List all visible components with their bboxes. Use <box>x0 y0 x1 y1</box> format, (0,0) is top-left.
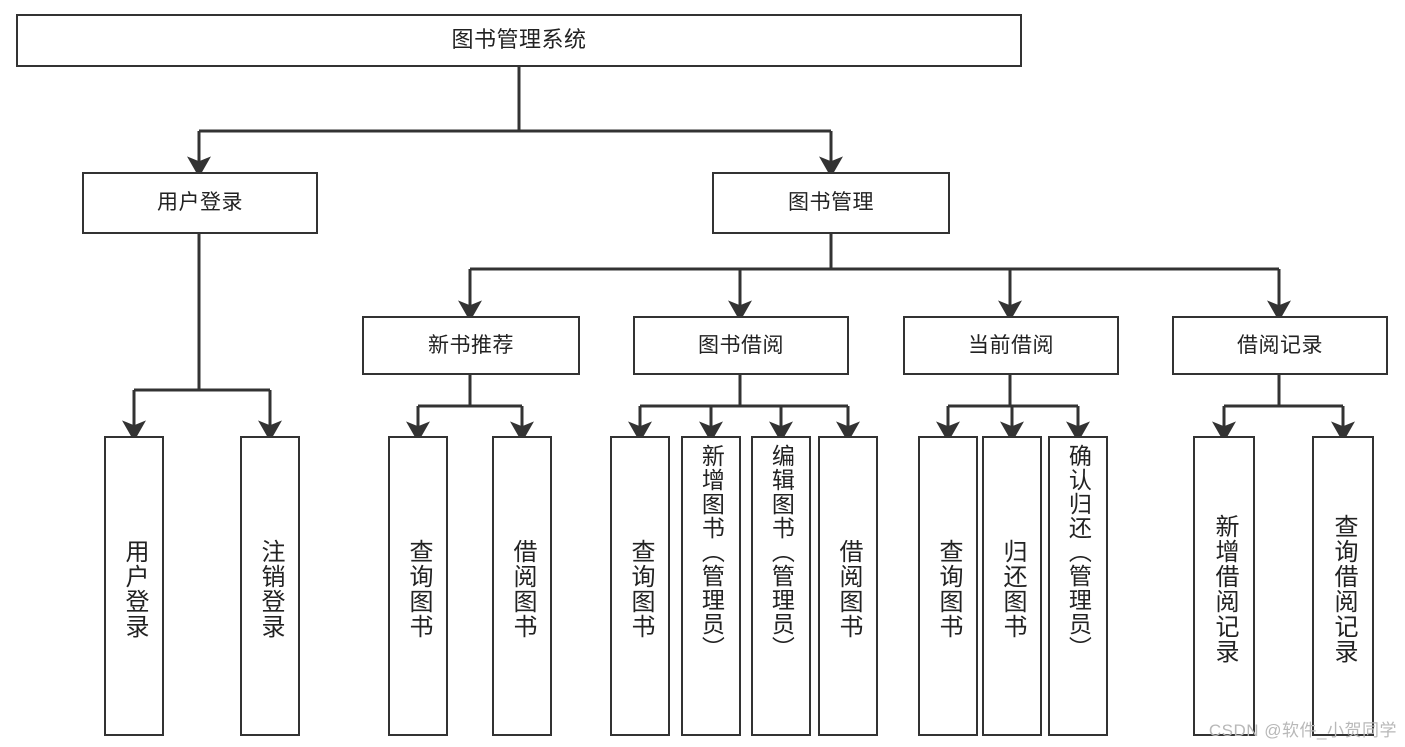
node-label: 查询图书 <box>404 539 432 639</box>
node-label: 新增图书（管理员） <box>698 444 725 660</box>
csdn-watermark: CSDN @软件_小贺同学 <box>1208 721 1397 740</box>
leaf-text-wrap: 查询图书 <box>626 444 654 734</box>
leaf-user-login-logout[interactable]: 注销登录 <box>240 436 300 736</box>
node-book-borrow[interactable]: 图书借阅 <box>633 316 849 375</box>
leaf-new-book-borrow[interactable]: 借阅图书 <box>492 436 552 736</box>
node-label: 用户登录 <box>120 539 148 639</box>
leaf-text-wrap: 查询图书 <box>934 444 962 734</box>
leaf-text-wrap: 归还图书 <box>998 444 1026 734</box>
leaf-new-book-query[interactable]: 查询图书 <box>388 436 448 736</box>
leaf-text-wrap: 借阅图书 <box>834 444 862 734</box>
leaf-current-borrow-return[interactable]: 归还图书 <box>982 436 1042 736</box>
node-label: 新书推荐 <box>428 333 514 357</box>
node-label: 查询借阅记录 <box>1329 514 1357 664</box>
node-label: 查询图书 <box>934 539 962 639</box>
leaf-text-wrap: 注销登录 <box>256 444 284 734</box>
node-label: 图书借阅 <box>698 333 784 357</box>
leaf-book-borrow-query[interactable]: 查询图书 <box>610 436 670 736</box>
node-label: 用户登录 <box>157 191 243 215</box>
leaf-text-wrap: 确认归还（管理员） <box>1065 444 1092 734</box>
node-label: 当前借阅 <box>968 333 1054 357</box>
node-user-login[interactable]: 用户登录 <box>82 172 318 234</box>
node-root-system[interactable]: 图书管理系统 <box>16 14 1022 67</box>
leaf-book-borrow-edit[interactable]: 编辑图书（管理员） <box>751 436 811 736</box>
node-label: 图书管理 <box>788 191 874 215</box>
node-label: 查询图书 <box>626 539 654 639</box>
leaf-borrow-record-query[interactable]: 查询借阅记录 <box>1312 436 1374 736</box>
leaf-text-wrap: 查询借阅记录 <box>1329 444 1357 734</box>
leaf-borrow-record-add[interactable]: 新增借阅记录 <box>1193 436 1255 736</box>
node-label: 编辑图书（管理员） <box>768 444 795 660</box>
leaf-text-wrap: 用户登录 <box>120 444 148 734</box>
leaf-book-borrow-borrow[interactable]: 借阅图书 <box>818 436 878 736</box>
node-label: 借阅图书 <box>508 539 536 639</box>
node-label: 借阅图书 <box>834 539 862 639</box>
node-label: 借阅记录 <box>1237 333 1323 357</box>
leaf-text-wrap: 新增图书（管理员） <box>698 444 725 734</box>
leaf-user-login-login[interactable]: 用户登录 <box>104 436 164 736</box>
node-label: 新增借阅记录 <box>1210 514 1238 664</box>
leaf-text-wrap: 借阅图书 <box>508 444 536 734</box>
leaf-book-borrow-add[interactable]: 新增图书（管理员） <box>681 436 741 736</box>
node-new-book-recommend[interactable]: 新书推荐 <box>362 316 580 375</box>
node-label: 归还图书 <box>998 539 1026 639</box>
node-label: 确认归还（管理员） <box>1065 444 1092 660</box>
node-label: 图书管理系统 <box>451 27 587 53</box>
node-borrow-record[interactable]: 借阅记录 <box>1172 316 1388 375</box>
leaf-text-wrap: 编辑图书（管理员） <box>768 444 795 734</box>
leaf-text-wrap: 新增借阅记录 <box>1210 444 1238 734</box>
leaf-current-borrow-query[interactable]: 查询图书 <box>918 436 978 736</box>
leaf-current-borrow-confirm[interactable]: 确认归还（管理员） <box>1048 436 1108 736</box>
leaf-text-wrap: 查询图书 <box>404 444 432 734</box>
node-label: 注销登录 <box>256 539 284 639</box>
node-book-management[interactable]: 图书管理 <box>712 172 950 234</box>
node-current-borrow[interactable]: 当前借阅 <box>903 316 1119 375</box>
